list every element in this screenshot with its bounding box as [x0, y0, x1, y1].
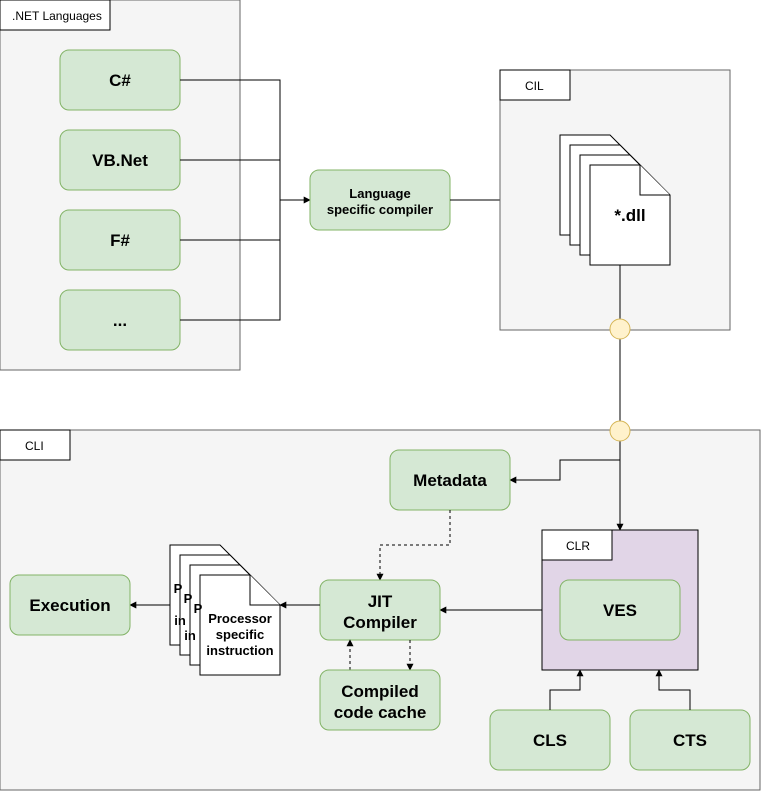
cls-node[interactable]: CLS [489, 709, 611, 771]
instruction-peek-text: P [184, 591, 193, 606]
instruction-peek-text: P [194, 601, 203, 616]
instruction-peek-text: in [184, 628, 196, 643]
jit-label-line1: JIT [368, 592, 393, 611]
instruction-peek-text: in [174, 613, 186, 628]
cil-label: CIL [525, 79, 544, 93]
processor-instruction-stack[interactable]: P P P in in Processor specific instructi… [169, 544, 281, 676]
metadata-label: Metadata [413, 471, 487, 490]
language-label: ... [113, 311, 127, 330]
dll-to-cli-edges [509, 265, 624, 531]
ves-label: VES [603, 601, 637, 620]
cache-label-line2: code cache [334, 703, 427, 722]
metadata-to-jit-edge [376, 510, 451, 581]
metadata-node[interactable]: Metadata [389, 449, 511, 511]
cache-label-line1: Compiled [341, 682, 418, 701]
instruction-label-line2: specific [216, 627, 264, 642]
language-node-other[interactable]: ... [59, 289, 181, 351]
cls-label: CLS [533, 731, 567, 750]
compiler-label-line2: specific compiler [327, 202, 433, 217]
instruction-label-line3: instruction [206, 643, 273, 658]
language-node-csharp[interactable]: C# [59, 49, 181, 111]
jit-compiler-node[interactable]: JIT Compiler [319, 579, 441, 641]
cli-label: CLI [25, 439, 44, 453]
jit-label-line2: Compiler [343, 613, 417, 632]
language-node-fsharp[interactable]: F# [59, 209, 181, 271]
instruction-peek-text: P [174, 581, 183, 596]
language-node-vbnet[interactable]: VB.Net [59, 129, 181, 191]
language-compiler-node[interactable]: Language specific compiler [309, 169, 451, 231]
execution-node[interactable]: Execution [9, 574, 131, 636]
dll-document-stack[interactable]: *.dll [559, 134, 671, 266]
net-languages-label: .NET Languages [12, 9, 102, 23]
cts-to-clr-edge [655, 669, 691, 710]
compiled-code-cache-node[interactable]: Compiled code cache [319, 669, 441, 731]
cts-node[interactable]: CTS [629, 709, 751, 771]
language-label: C# [109, 71, 131, 90]
clr-label: CLR [566, 539, 590, 553]
ves-node[interactable]: VES [559, 579, 681, 641]
instruction-label-line1: Processor [208, 611, 272, 626]
cls-to-clr-edge [549, 669, 584, 710]
dll-label: *.dll [614, 206, 645, 225]
language-label: VB.Net [92, 151, 148, 170]
connector-point-bottom[interactable] [609, 420, 631, 442]
connector-point-top[interactable] [609, 318, 631, 340]
execution-label: Execution [29, 596, 110, 615]
compiler-label-line1: Language [349, 186, 410, 201]
language-label: F# [110, 231, 130, 250]
cts-label: CTS [673, 731, 707, 750]
language-edges [180, 79, 311, 321]
